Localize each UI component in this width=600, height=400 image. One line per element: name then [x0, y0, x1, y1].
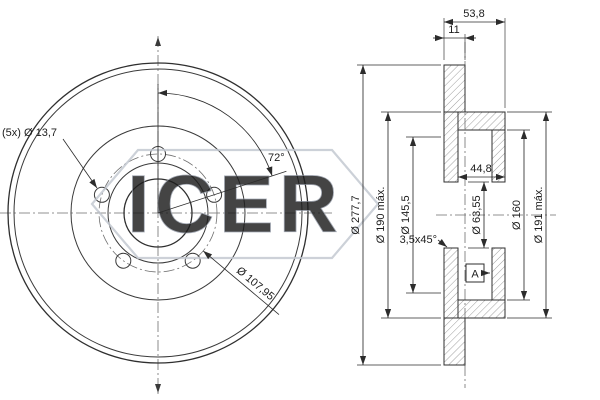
overall-width-label: 53,8 [463, 8, 484, 20]
bolt-hole [115, 252, 132, 269]
bore-diameter-label: Ø 63,55 [471, 195, 483, 234]
bolt-holes-label: (5x) Ø 13,7 [2, 127, 57, 139]
watermark: ICER [90, 148, 380, 260]
centerline-arrow-top-icon [155, 37, 161, 46]
angle-dimension-arc [157, 89, 273, 177]
angle-side-line [157, 170, 287, 214]
disc-outer-edge-circle [13, 68, 303, 358]
disc-outer-circle [7, 62, 309, 364]
outer-diameter-label: Ø 277,7 [350, 195, 362, 234]
section-back-wall-top [443, 111, 459, 183]
section-drum-wall-bottom [457, 299, 506, 319]
angle-label: 72° [268, 152, 285, 164]
drum-diameter-left-label: Ø 190 máx. [375, 187, 387, 244]
hat-depth-label: 44,8 [470, 163, 491, 175]
watermark-hexagon [90, 148, 380, 260]
watermark-text: ICER [127, 159, 343, 250]
section-back-wall-bottom [443, 247, 459, 319]
section-flange-bottom [491, 247, 506, 301]
bolt-hole [206, 186, 223, 203]
section-friction-ring-top [443, 64, 466, 113]
chamfer-leader [437, 239, 448, 248]
disc-thickness-label: 11 [448, 24, 459, 36]
drum-diameter-right-label: Ø 191 máx. [533, 187, 545, 244]
hat-diameter-label: Ø 145,5 [400, 195, 412, 234]
dimensions: Ø 277,7 Ø 190 máx. Ø 145,5 Ø 63,55 Ø 160 [350, 8, 552, 366]
section-friction-ring-bottom [443, 317, 466, 366]
bolt-circle-leader [202, 250, 280, 315]
section-flange-top [491, 129, 506, 183]
bolt-circle-label: Ø 107,95 [234, 265, 276, 303]
datum-label: A [471, 269, 479, 281]
chamfer-label: 3,5x45° [400, 234, 437, 246]
bolt-hole [184, 252, 201, 269]
flange-diameter-label: Ø 160 [511, 200, 523, 230]
section-drum-wall-top [457, 111, 506, 131]
bolt-hole [93, 186, 110, 203]
bolt-holes-leader [62, 138, 98, 189]
section-view [436, 42, 556, 388]
centerline-arrow-bottom-icon [155, 384, 161, 393]
